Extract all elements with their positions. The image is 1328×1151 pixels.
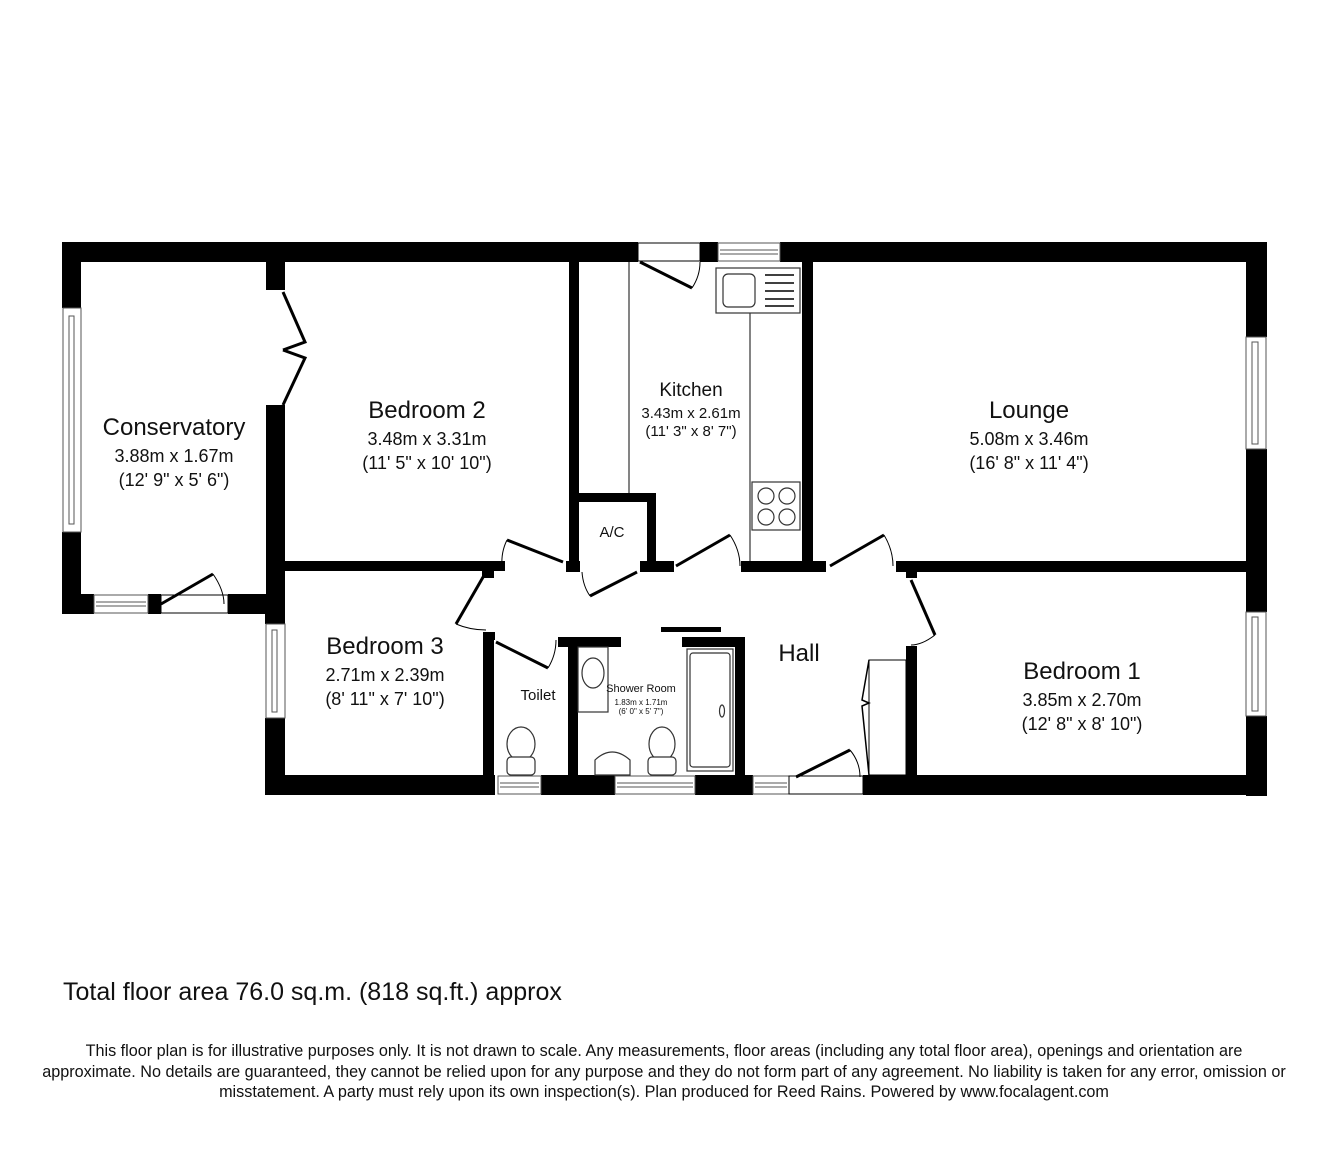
room-metric-conservatory: 3.88m x 1.67m — [114, 446, 234, 466]
total-floor-area: Total floor area 76.0 sq.m. (818 sq.ft.)… — [63, 978, 562, 1006]
room-name-bedroom3: Bedroom 3 — [326, 633, 444, 660]
windows — [62, 242, 1267, 795]
room-name-bedroom2: Bedroom 2 — [368, 397, 486, 424]
floor-plan-drawing — [62, 242, 1267, 796]
room-metric-shower-room: 1.83m x 1.71m — [614, 698, 668, 707]
room-name-hall: Hall — [778, 640, 820, 667]
room-imperial-bedroom3: (8' 11" x 7' 10") — [325, 689, 445, 709]
room-name-kitchen: Kitchen — [659, 380, 723, 401]
disclaimer-text: This floor plan is for illustrative purp… — [42, 1042, 1286, 1101]
room-metric-bedroom2: 3.48m x 3.31m — [367, 429, 487, 449]
doors — [160, 242, 937, 795]
fixtures — [506, 262, 801, 776]
room-name-bedroom1: Bedroom 1 — [1023, 658, 1141, 685]
room-imperial-conservatory: (12' 9" x 5' 6") — [118, 470, 230, 490]
room-name-ac-cupboard: A/C — [599, 524, 625, 541]
walls — [62, 242, 1267, 796]
room-name-shower-room: Shower Room — [606, 683, 676, 695]
room-imperial-bedroom1: (12' 8" x 8' 10") — [1021, 714, 1143, 734]
room-metric-bedroom3: 2.71m x 2.39m — [325, 665, 445, 685]
room-name-toilet: Toilet — [520, 687, 556, 704]
room-name-lounge: Lounge — [988, 397, 1070, 424]
room-metric-bedroom1: 3.85m x 2.70m — [1022, 690, 1142, 710]
room-imperial-bedroom2: (11' 5" x 10' 10") — [362, 453, 492, 473]
room-imperial-lounge: (16' 8" x 11' 4") — [969, 453, 1089, 473]
room-imperial-kitchen: (11' 3" x 8' 7") — [645, 423, 737, 440]
room-metric-lounge: 5.08m x 3.46m — [969, 429, 1089, 449]
room-metric-kitchen: 3.43m x 2.61m — [641, 405, 741, 422]
room-name-conservatory: Conservatory — [102, 414, 246, 441]
room-imperial-shower-room: (6' 0" x 5' 7") — [618, 707, 664, 716]
floor-plan: Conservatory 3.88m x 1.67m (12' 9" x 5' … — [62, 242, 1267, 796]
